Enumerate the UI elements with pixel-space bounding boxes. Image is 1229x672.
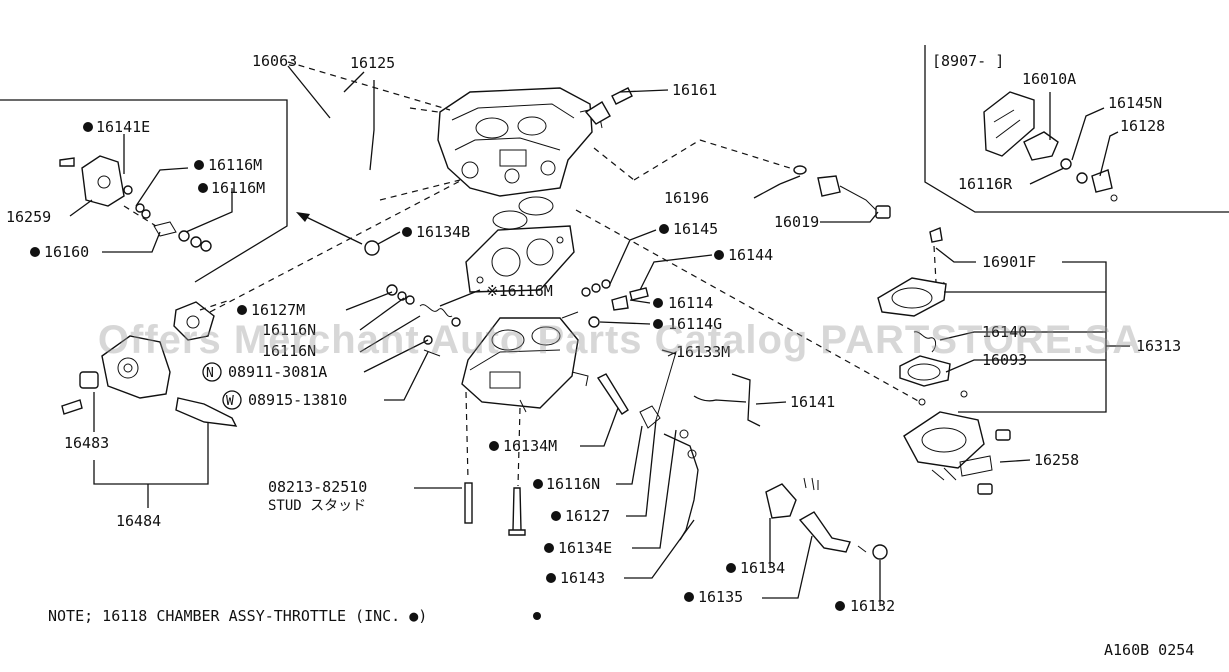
linkage-parts: [596, 351, 888, 560]
throttle-opener-flange: [173, 301, 215, 341]
label-16125: 16125: [350, 54, 395, 72]
diaphragm-assembly: [877, 227, 1011, 495]
label-16010a: 16010A: [1022, 70, 1076, 88]
label-16116m-a: 16116M: [208, 156, 262, 174]
label-16116r: 16116R: [958, 175, 1013, 193]
label-16127: 16127: [565, 507, 610, 525]
label-16133m: 16133M: [676, 343, 730, 361]
carburetor-upper-body: [437, 87, 603, 197]
diagram-note: NOTE; 16118 CHAMBER ASSY-THROTTLE (INC. …: [48, 607, 427, 625]
circle-w-letter: W: [226, 394, 234, 409]
label-16063: 16063: [252, 52, 297, 70]
circle-n-marker: [202, 362, 222, 382]
label-16161: 16161: [672, 81, 717, 99]
label-16019: 16019: [774, 213, 819, 231]
switch-assembly: [61, 335, 238, 427]
label-16145: 16145: [673, 220, 718, 238]
label-16140: 16140: [982, 323, 1027, 341]
label-16135: 16135: [698, 588, 743, 606]
label-16901f: 16901F: [982, 253, 1036, 271]
label-16116m-star: ※16116M: [486, 282, 553, 300]
inset-arrow: [299, 213, 363, 245]
circle-w-marker: [222, 390, 242, 410]
sensor-assembly: [793, 165, 891, 219]
label-16127m: 16127M: [251, 301, 305, 319]
inset-frame-right: [924, 45, 1229, 213]
inset-date-range: [8907- ]: [932, 52, 1004, 70]
label-16134b: 16134B: [416, 223, 470, 241]
shaft-small-parts: [364, 240, 461, 357]
label-16259: 16259: [6, 208, 51, 226]
label-stud-number: 08213-82510: [268, 478, 367, 496]
label-16196: 16196: [664, 189, 709, 207]
inclusion-markers: [30, 122, 845, 620]
carburetor-gaskets: [465, 196, 575, 293]
screw-bottom: [508, 487, 526, 536]
label-16483: 16483: [64, 434, 109, 452]
label-16093: 16093: [982, 351, 1027, 369]
label-16141: 16141: [790, 393, 835, 411]
label-16116n-a: 16116N: [262, 321, 316, 339]
label-08911: 08911-3081A: [228, 363, 327, 381]
label-16128: 16128: [1120, 117, 1165, 135]
label-16143: 16143: [560, 569, 605, 587]
dashed-guide-lines: [123, 61, 937, 487]
label-08915: 08915-13810: [248, 391, 347, 409]
label-16144: 16144: [728, 246, 773, 264]
label-16484: 16484: [116, 512, 161, 530]
label-16313: 16313: [1136, 337, 1181, 355]
jet-small-parts: [561, 279, 649, 328]
label-16116n-b: 16116N: [262, 342, 316, 360]
label-16134: 16134: [740, 559, 785, 577]
label-stud: STUD スタッド: [268, 498, 366, 514]
label-16114g: 16114G: [668, 315, 722, 333]
stud-bolt: [464, 482, 473, 524]
leader-lines: [69, 65, 1130, 606]
part-16161-fitting: [584, 87, 633, 125]
diagram-ref-code: A160B 0254: [1104, 641, 1194, 659]
label-16258: 16258: [1034, 451, 1079, 469]
inset-left-parts: [59, 155, 212, 252]
inset-frame-left: [0, 99, 288, 283]
label-16116m-b: 16116M: [211, 179, 265, 197]
label-16116n-c: 16116N: [546, 475, 600, 493]
label-16114: 16114: [668, 294, 713, 312]
label-16134m: 16134M: [503, 437, 557, 455]
label-16160: 16160: [44, 243, 89, 261]
circle-n-letter: N: [206, 366, 214, 381]
label-16145n: 16145N: [1108, 94, 1162, 112]
label-16141e: 16141E: [96, 118, 150, 136]
throttle-chamber: [461, 317, 589, 413]
label-16134e: 16134E: [558, 539, 612, 557]
label-16132: 16132: [850, 597, 895, 615]
